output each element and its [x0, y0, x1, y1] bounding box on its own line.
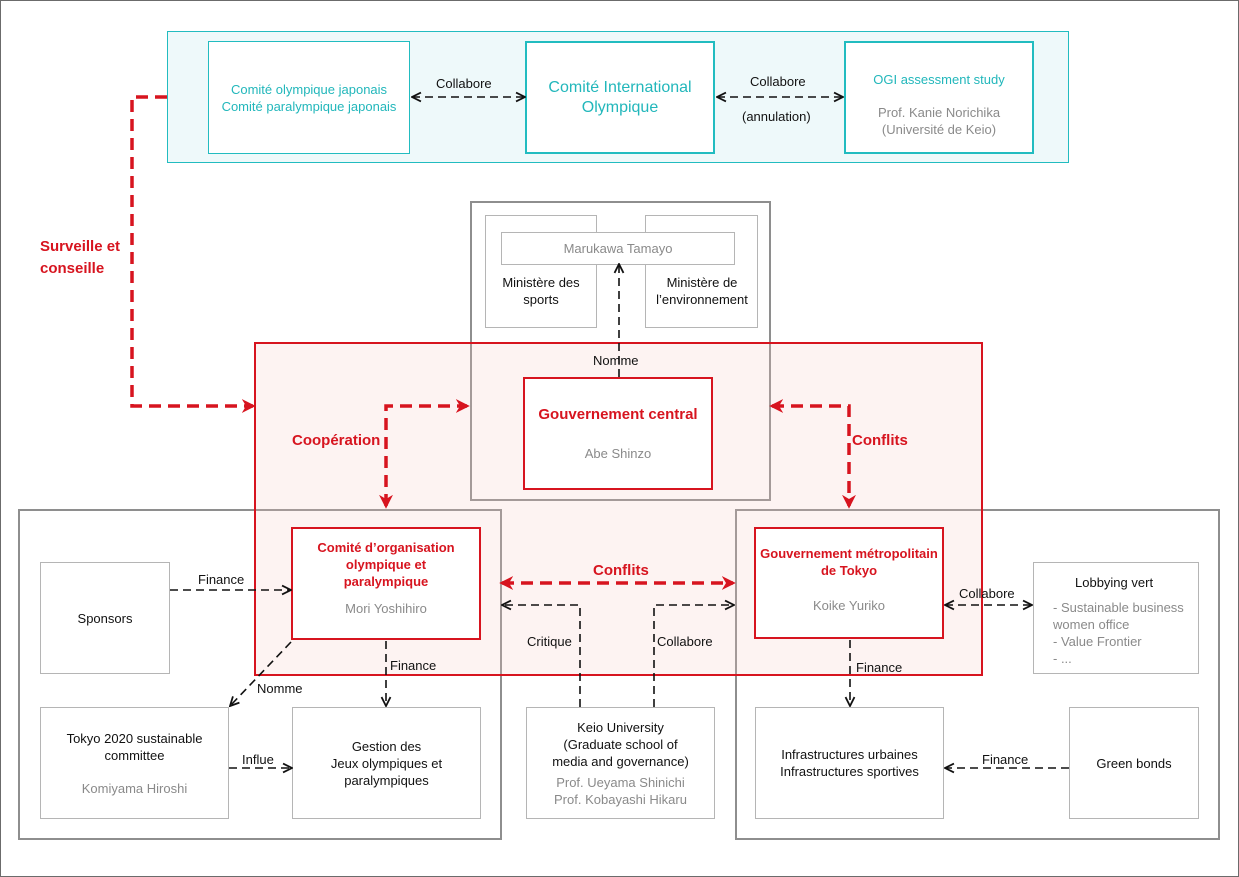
- tokyo-metro-line1: Gouvernement métropolitain: [760, 546, 938, 561]
- infra-line1: Infrastructures urbaines: [781, 747, 918, 762]
- lobbying-item: - Value Frontier: [1053, 634, 1142, 649]
- ministry-env-line2: l’environnement: [656, 292, 748, 307]
- nomme-central-label: Nomme: [593, 353, 639, 368]
- finance-infra-label: Finance: [856, 660, 903, 675]
- marukawa-name: Marukawa Tamayo: [563, 241, 673, 256]
- ministry-sports-line1: Ministère des: [502, 275, 580, 290]
- organising-committee-line3: paralympique: [343, 574, 429, 589]
- nomme-tokyo2020-label: Nomme: [257, 681, 303, 696]
- collabore-keio-label: Collabore: [657, 634, 713, 649]
- lobbying-item: - ...: [1053, 651, 1072, 666]
- ogi-prof: Prof. Kanie Norichika: [877, 105, 1001, 120]
- influe-label: Influe: [242, 752, 274, 767]
- jpn-committee-line2: Comité paralympique japonais: [221, 98, 397, 114]
- keio-line1: Keio University: [577, 719, 664, 735]
- infra-line2: Infrastructures sportives: [780, 764, 919, 779]
- finance-green-label: Finance: [982, 752, 1029, 767]
- surveille-line1: Surveille et: [40, 238, 121, 255]
- organising-committee-line2: olympique et: [345, 557, 427, 572]
- organising-committee-box: Comité d’organisation olympique et paral…: [291, 527, 481, 640]
- keio-line2: (Graduate school of: [563, 736, 678, 752]
- keio-prof2: Prof. Kobayashi Hikaru: [554, 791, 687, 807]
- tokyo2020-person: Komiyama Hiroshi: [81, 780, 188, 796]
- collabore-left-label: Collabore: [436, 76, 492, 91]
- tokyo2020-committee-box: Tokyo 2020 sustainable committee Komiyam…: [40, 707, 229, 819]
- conflits-middle-label: Conflits: [593, 562, 649, 579]
- green-lobbying-box: Lobbying vert - Sustainable business wom…: [1033, 562, 1199, 674]
- organising-committee-line1: Comité d’organisation: [317, 540, 455, 555]
- jpn-committee-line1: Comité olympique japonais: [230, 81, 388, 97]
- central-government-box: Gouvernement central Abe Shinzo: [523, 377, 713, 490]
- ministry-env-line1: Ministère de: [666, 275, 738, 290]
- games-management-box: Gestion des Jeux olympiques et paralympi…: [292, 707, 481, 819]
- surveille-label: Surveille et conseille: [40, 236, 140, 280]
- tokyo-metro-government-box: Gouvernement métropolitain de Tokyo Koik…: [754, 527, 944, 639]
- green-bonds-label: Green bonds: [1096, 755, 1172, 771]
- annulation-label: (annulation): [742, 109, 811, 124]
- games-management-line3: paralympiques: [344, 772, 429, 788]
- jpn-olympic-committee-box: Comité olympique japonais Comité paralym…: [208, 41, 410, 154]
- keio-university-box: Keio University (Graduate school of medi…: [526, 707, 715, 819]
- finance-gestion-label: Finance: [390, 658, 437, 673]
- tokyo2020-line1: Tokyo 2020 sustainable: [66, 730, 203, 746]
- tokyo2020-line2: committee: [104, 747, 165, 763]
- central-government-person: Abe Shinzo: [584, 445, 652, 461]
- finance-sponsors-label: Finance: [198, 572, 245, 587]
- ogi-title: OGI assessment study: [873, 72, 1005, 87]
- tokyo-metro-line2: de Tokyo: [820, 563, 878, 578]
- ogi-study-box: OGI assessment study Prof. Kanie Norichi…: [844, 41, 1034, 154]
- collabore-right-label: Collabore: [750, 74, 806, 89]
- organising-committee-person: Mori Yoshihiro: [345, 601, 427, 616]
- ioc-line1: Comité International: [548, 78, 692, 96]
- collabore-lobbying-label: Collabore: [959, 586, 1015, 601]
- surveille-line2: conseille: [40, 260, 105, 277]
- ioc-box: Comité International Olympique: [525, 41, 715, 154]
- keio-line3: media and governance): [552, 753, 689, 769]
- infrastructures-box: Infrastructures urbaines Infrastructures…: [755, 707, 944, 819]
- lobbying-item: women office: [1053, 617, 1130, 632]
- lobbying-title: Lobbying vert: [1075, 575, 1154, 590]
- central-government-title: Gouvernement central: [538, 405, 698, 423]
- lobbying-item: - Sustainable business: [1053, 600, 1184, 615]
- ministry-env-label: Ministère de l’environnement: [647, 274, 757, 308]
- green-bonds-box: Green bonds: [1069, 707, 1199, 819]
- cooperation-label: Coopération: [292, 432, 381, 449]
- games-management-line2: Jeux olympiques et: [330, 755, 443, 771]
- ogi-university: (Université de Keio): [881, 122, 997, 137]
- critique-label: Critique: [527, 634, 572, 649]
- marukawa-box: Marukawa Tamayo: [501, 232, 735, 265]
- sponsors-label: Sponsors: [77, 610, 133, 626]
- conflits-right-label: Conflits: [852, 432, 908, 449]
- games-management-line1: Gestion des: [351, 738, 422, 754]
- ioc-line2: Olympique: [581, 98, 659, 116]
- ministry-sports-label: Ministère des sports: [487, 274, 595, 308]
- keio-prof1: Prof. Ueyama Shinichi: [556, 774, 685, 790]
- sponsors-box: Sponsors: [40, 562, 170, 674]
- tokyo-metro-person: Koike Yuriko: [812, 598, 886, 613]
- ministry-sports-line2: sports: [523, 292, 559, 307]
